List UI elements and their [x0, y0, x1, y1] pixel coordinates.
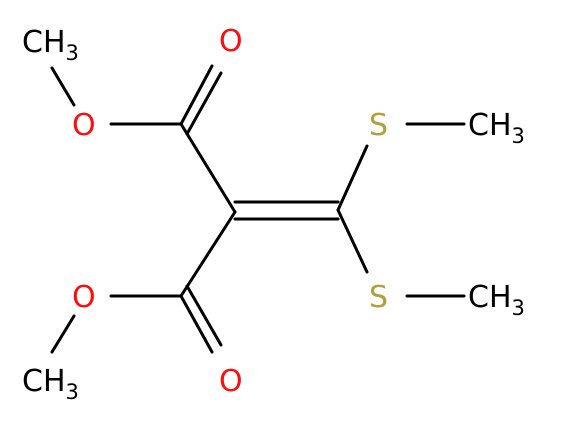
methyl-label-top-right: CH3 [468, 108, 525, 148]
bonds [50, 64, 466, 354]
oxygen-label-ether-bottom: O [72, 280, 96, 315]
sulfur-label-top: S [369, 108, 388, 143]
methyl-label-bottom-right: CH3 [468, 280, 525, 320]
oxygen-label-carbonyl-top: O [219, 24, 243, 59]
bond-alkene-sulfur-top [336, 144, 369, 212]
bond-alkene-sulfur-bottom [336, 208, 369, 274]
methyl-label-top-left: CH3 [22, 25, 79, 65]
oxygen-label-carbonyl-bottom: O [219, 364, 243, 399]
bond-methyl-ether-top [50, 66, 76, 107]
bond-carbonyl-double-top-b [185, 71, 223, 136]
bond-central-carbonyl-bottom [179, 210, 237, 298]
bond-carbonyl-double-top-a [179, 64, 214, 126]
atom-labels: CH3 O O S CH3 O S CH3 CH3 O [22, 24, 525, 404]
sulfur-label-bottom: S [369, 280, 388, 315]
bond-carbonyl-central-top [179, 122, 237, 214]
bond-ether-methyl-bottom [50, 314, 76, 354]
bond-carbonyl-double-bottom-a [179, 294, 214, 354]
methyl-label-bottom-left: CH3 [22, 364, 79, 404]
bond-carbonyl-double-bottom-b [185, 284, 223, 347]
oxygen-label-ether-top: O [72, 108, 96, 143]
